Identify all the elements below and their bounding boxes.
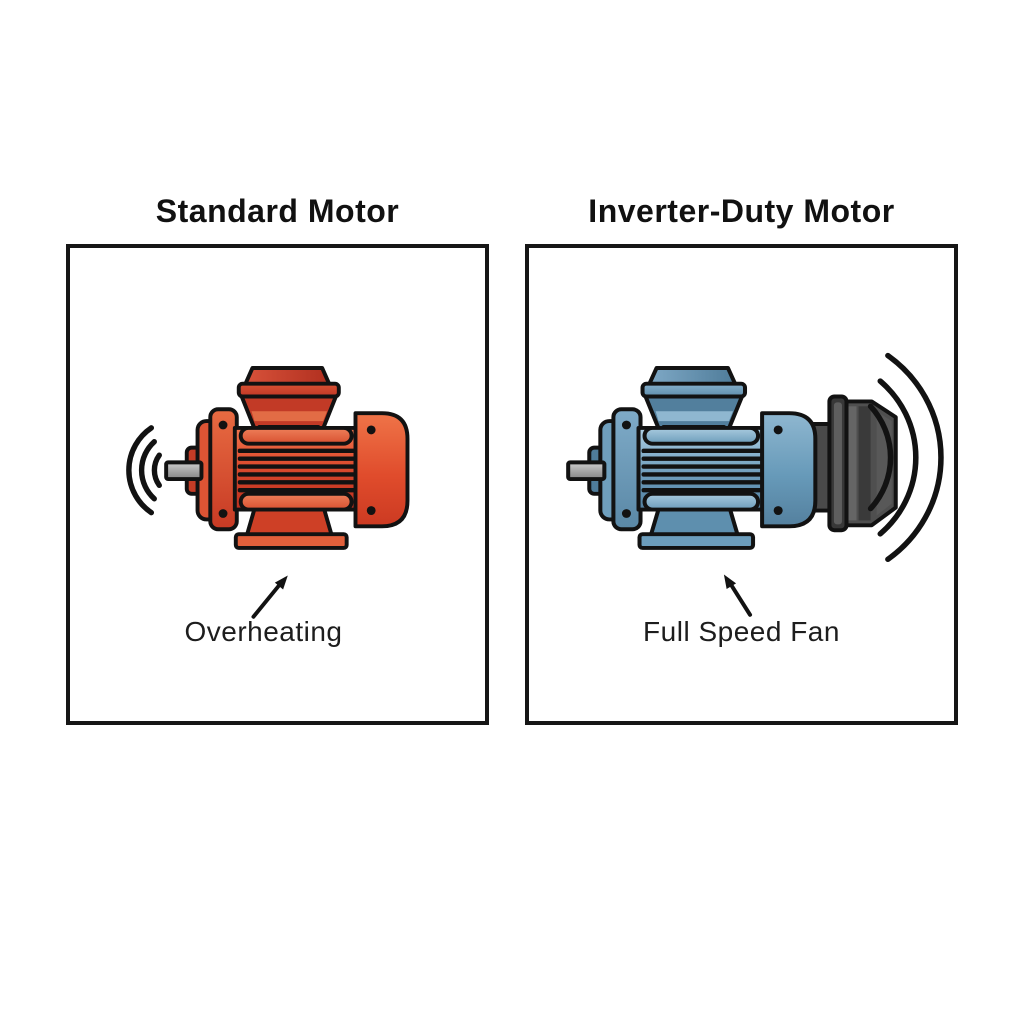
standard-motor-illustration	[126, 366, 410, 619]
motor-base	[233, 503, 349, 550]
motor-flange	[208, 407, 239, 532]
panel-box-inverter: Full Speed Fan	[525, 244, 958, 725]
sound-waves-icon	[867, 352, 944, 563]
panel-title-standard: Standard Motor	[155, 193, 400, 229]
motor-fins	[237, 448, 356, 493]
pointer-arrow-icon	[723, 574, 753, 617]
pointer-arrow-icon	[251, 575, 288, 619]
motor-body	[232, 425, 361, 512]
motor-end-cap	[353, 411, 410, 529]
motor-shaft	[566, 460, 607, 482]
sound-waves-icon	[126, 425, 162, 516]
panel-caption-standard: Overheating	[184, 616, 343, 647]
motor-fins	[641, 448, 763, 493]
external-fan	[804, 394, 898, 533]
motor-flange	[611, 407, 643, 532]
motor-end-cap	[760, 411, 818, 529]
panel-title-inverter: Inverter-Duty Motor	[588, 193, 895, 229]
fan-mount-plate	[827, 394, 849, 533]
inverter-duty-motor-illustration	[566, 352, 944, 617]
panel-caption-inverter: Full Speed Fan	[643, 616, 840, 647]
motor-base	[637, 503, 756, 550]
motor-shaft	[164, 460, 204, 482]
panel-box-standard: Overheating	[66, 244, 489, 725]
motor-body	[636, 425, 768, 512]
